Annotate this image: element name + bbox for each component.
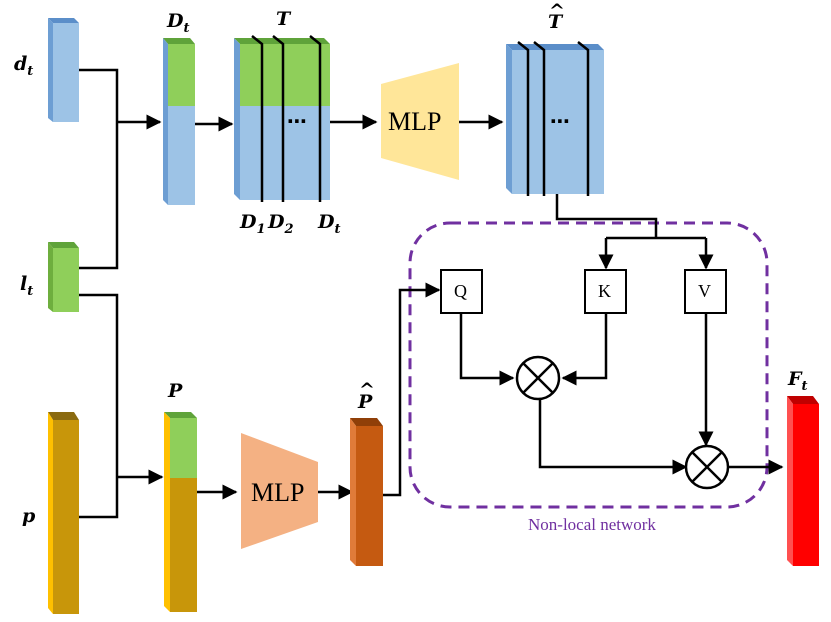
P-block — [164, 412, 197, 612]
svg-text:⋯: ⋯ — [287, 109, 307, 133]
mlp-top-label: MLP — [388, 107, 441, 136]
Phat-hat: ^ — [359, 379, 375, 401]
dt-label: dt — [14, 53, 33, 79]
v-label: V — [698, 281, 711, 301]
Dt-label: Dt — [166, 10, 190, 36]
nonlocal-connectors — [383, 194, 784, 497]
Ft-block — [787, 396, 819, 566]
nonlocal-network-border — [408, 221, 769, 509]
p-block — [48, 412, 79, 614]
T-block: ⋯ — [234, 35, 330, 202]
mlp-bottom — [241, 433, 318, 549]
dt-block — [48, 18, 79, 122]
input-connectors — [79, 68, 164, 519]
k-label: K — [598, 281, 611, 301]
That-label: T — [548, 11, 564, 33]
T-label: T — [276, 8, 292, 30]
multiply-node-1 — [515, 355, 561, 401]
Ft-label: Ft — [787, 368, 808, 394]
Phat-block — [350, 418, 383, 566]
q-box — [440, 269, 483, 314]
mlp-bottom-label: MLP — [251, 478, 304, 507]
D1-label: D1 — [239, 211, 266, 237]
P-label: P — [167, 380, 183, 402]
lt-block — [48, 242, 79, 312]
mlp-top — [381, 63, 459, 180]
That-hat: ^ — [549, 0, 565, 22]
multiply-node-2 — [684, 444, 730, 490]
Dt-bottom-label: Dt — [317, 211, 341, 237]
nonlocal-caption: Non-local network — [528, 515, 656, 534]
svg-text:⋯: ⋯ — [550, 109, 570, 133]
k-box — [584, 269, 627, 314]
lt-label: lt — [20, 273, 33, 299]
p-label: p — [22, 505, 36, 527]
Phat-label: P — [357, 391, 373, 413]
D2-label: D2 — [267, 211, 294, 237]
q-label: Q — [454, 281, 467, 301]
Dt-block — [163, 38, 195, 205]
That-block: ⋯ — [506, 41, 604, 196]
